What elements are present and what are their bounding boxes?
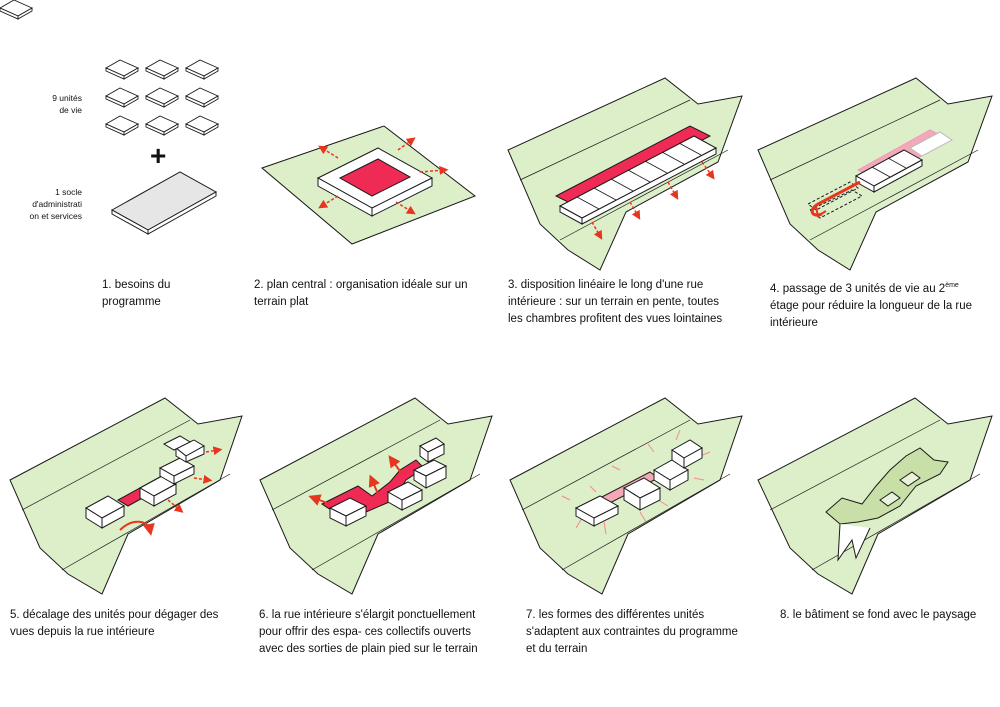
caption-1-line1: 1. besoins du — [102, 279, 171, 291]
caption-6-line2: pour offrir des espa- ces collectifs ouv… — [259, 626, 471, 638]
panel2-building — [316, 147, 434, 217]
panel1-base-slab — [110, 171, 218, 235]
caption-3-line2: intérieure : sur un terrain en pente, to… — [508, 296, 719, 308]
panel1-unit-tiles — [0, 0, 33, 20]
panel7-units — [574, 439, 703, 527]
caption-2: 2. plan central : organisation idéale su… — [254, 277, 494, 311]
caption-4-line1: 4. passage de 3 unités de vie au 2ème — [770, 277, 998, 298]
panel5-arrows — [119, 446, 223, 536]
caption-6-line1: 6. la rue intérieure s'élargit ponctuell… — [259, 609, 476, 621]
panel4-relocate-arrow — [810, 180, 861, 218]
caption-6-line3: avec des sorties de plain pied sur le te… — [259, 643, 478, 655]
caption-7-line2: s'adaptent aux contraintes du programme — [526, 626, 738, 638]
panel4-building — [807, 129, 953, 219]
units-label: 9 unités de vie — [30, 92, 82, 116]
caption-5: 5. décalage des unités pour dégager des … — [10, 607, 250, 641]
caption-2-line2: terrain plat — [254, 296, 309, 308]
plus-sign: + — [150, 140, 167, 171]
caption-4-line2: étage pour réduire la longueur de la rue — [770, 299, 973, 312]
units-label-line2: de vie — [59, 105, 82, 115]
caption-8: 8. le bâtiment se fond avec le paysage — [780, 607, 998, 624]
panel5-units — [85, 435, 205, 529]
panel6-arrows — [308, 455, 403, 506]
panel6-building — [321, 437, 448, 527]
panel2-view-arrows — [318, 137, 449, 215]
caption-1-line2: programme — [102, 296, 161, 308]
caption-7-line1: 7. les formes des différentes unités — [526, 609, 705, 621]
caption-6: 6. la rue intérieure s'élargit ponctuell… — [259, 607, 499, 658]
caption-4-superscript: ème — [945, 282, 959, 289]
panel7-rays — [561, 429, 711, 535]
panel8-building — [825, 447, 949, 562]
caption-3-line1: 3. disposition linéaire le long d'une ru… — [508, 279, 704, 291]
panel3-view-arrows — [591, 161, 715, 240]
caption-4: 4. passage de 3 unités de vie au 2ème ét… — [770, 277, 998, 332]
base-label-line3: on et services — [29, 211, 82, 221]
panel1-tile-grid — [105, 59, 219, 136]
caption-3-line3: les chambres profitent des vues lointain… — [508, 313, 723, 325]
base-label-line1: 1 socle — [55, 187, 82, 197]
base-label-line2: d'administrati — [32, 199, 82, 209]
caption-4-line3: intérieure — [770, 316, 818, 329]
base-label: 1 socle d'administrati on et services — [26, 186, 82, 222]
caption-8-line1: 8. le bâtiment se fond avec le paysage — [780, 609, 977, 621]
caption-7-line3: et du terrain — [526, 643, 588, 655]
caption-5-line1: 5. décalage des unités pour dégager des — [10, 609, 219, 621]
caption-2-line1: 2. plan central : organisation idéale su… — [254, 279, 468, 291]
caption-5-line2: vues depuis la rue intérieure — [10, 626, 155, 638]
units-label-line1: 9 unités — [52, 93, 82, 103]
panel3-building — [554, 125, 718, 225]
caption-7: 7. les formes des différentes unités s'a… — [526, 607, 756, 658]
caption-1: 1. besoins du programme — [102, 277, 242, 311]
caption-3: 3. disposition linéaire le long d'une ru… — [508, 277, 748, 328]
caption-4-line1-text: 4. passage de 3 unités de vie au 2 — [770, 282, 946, 295]
